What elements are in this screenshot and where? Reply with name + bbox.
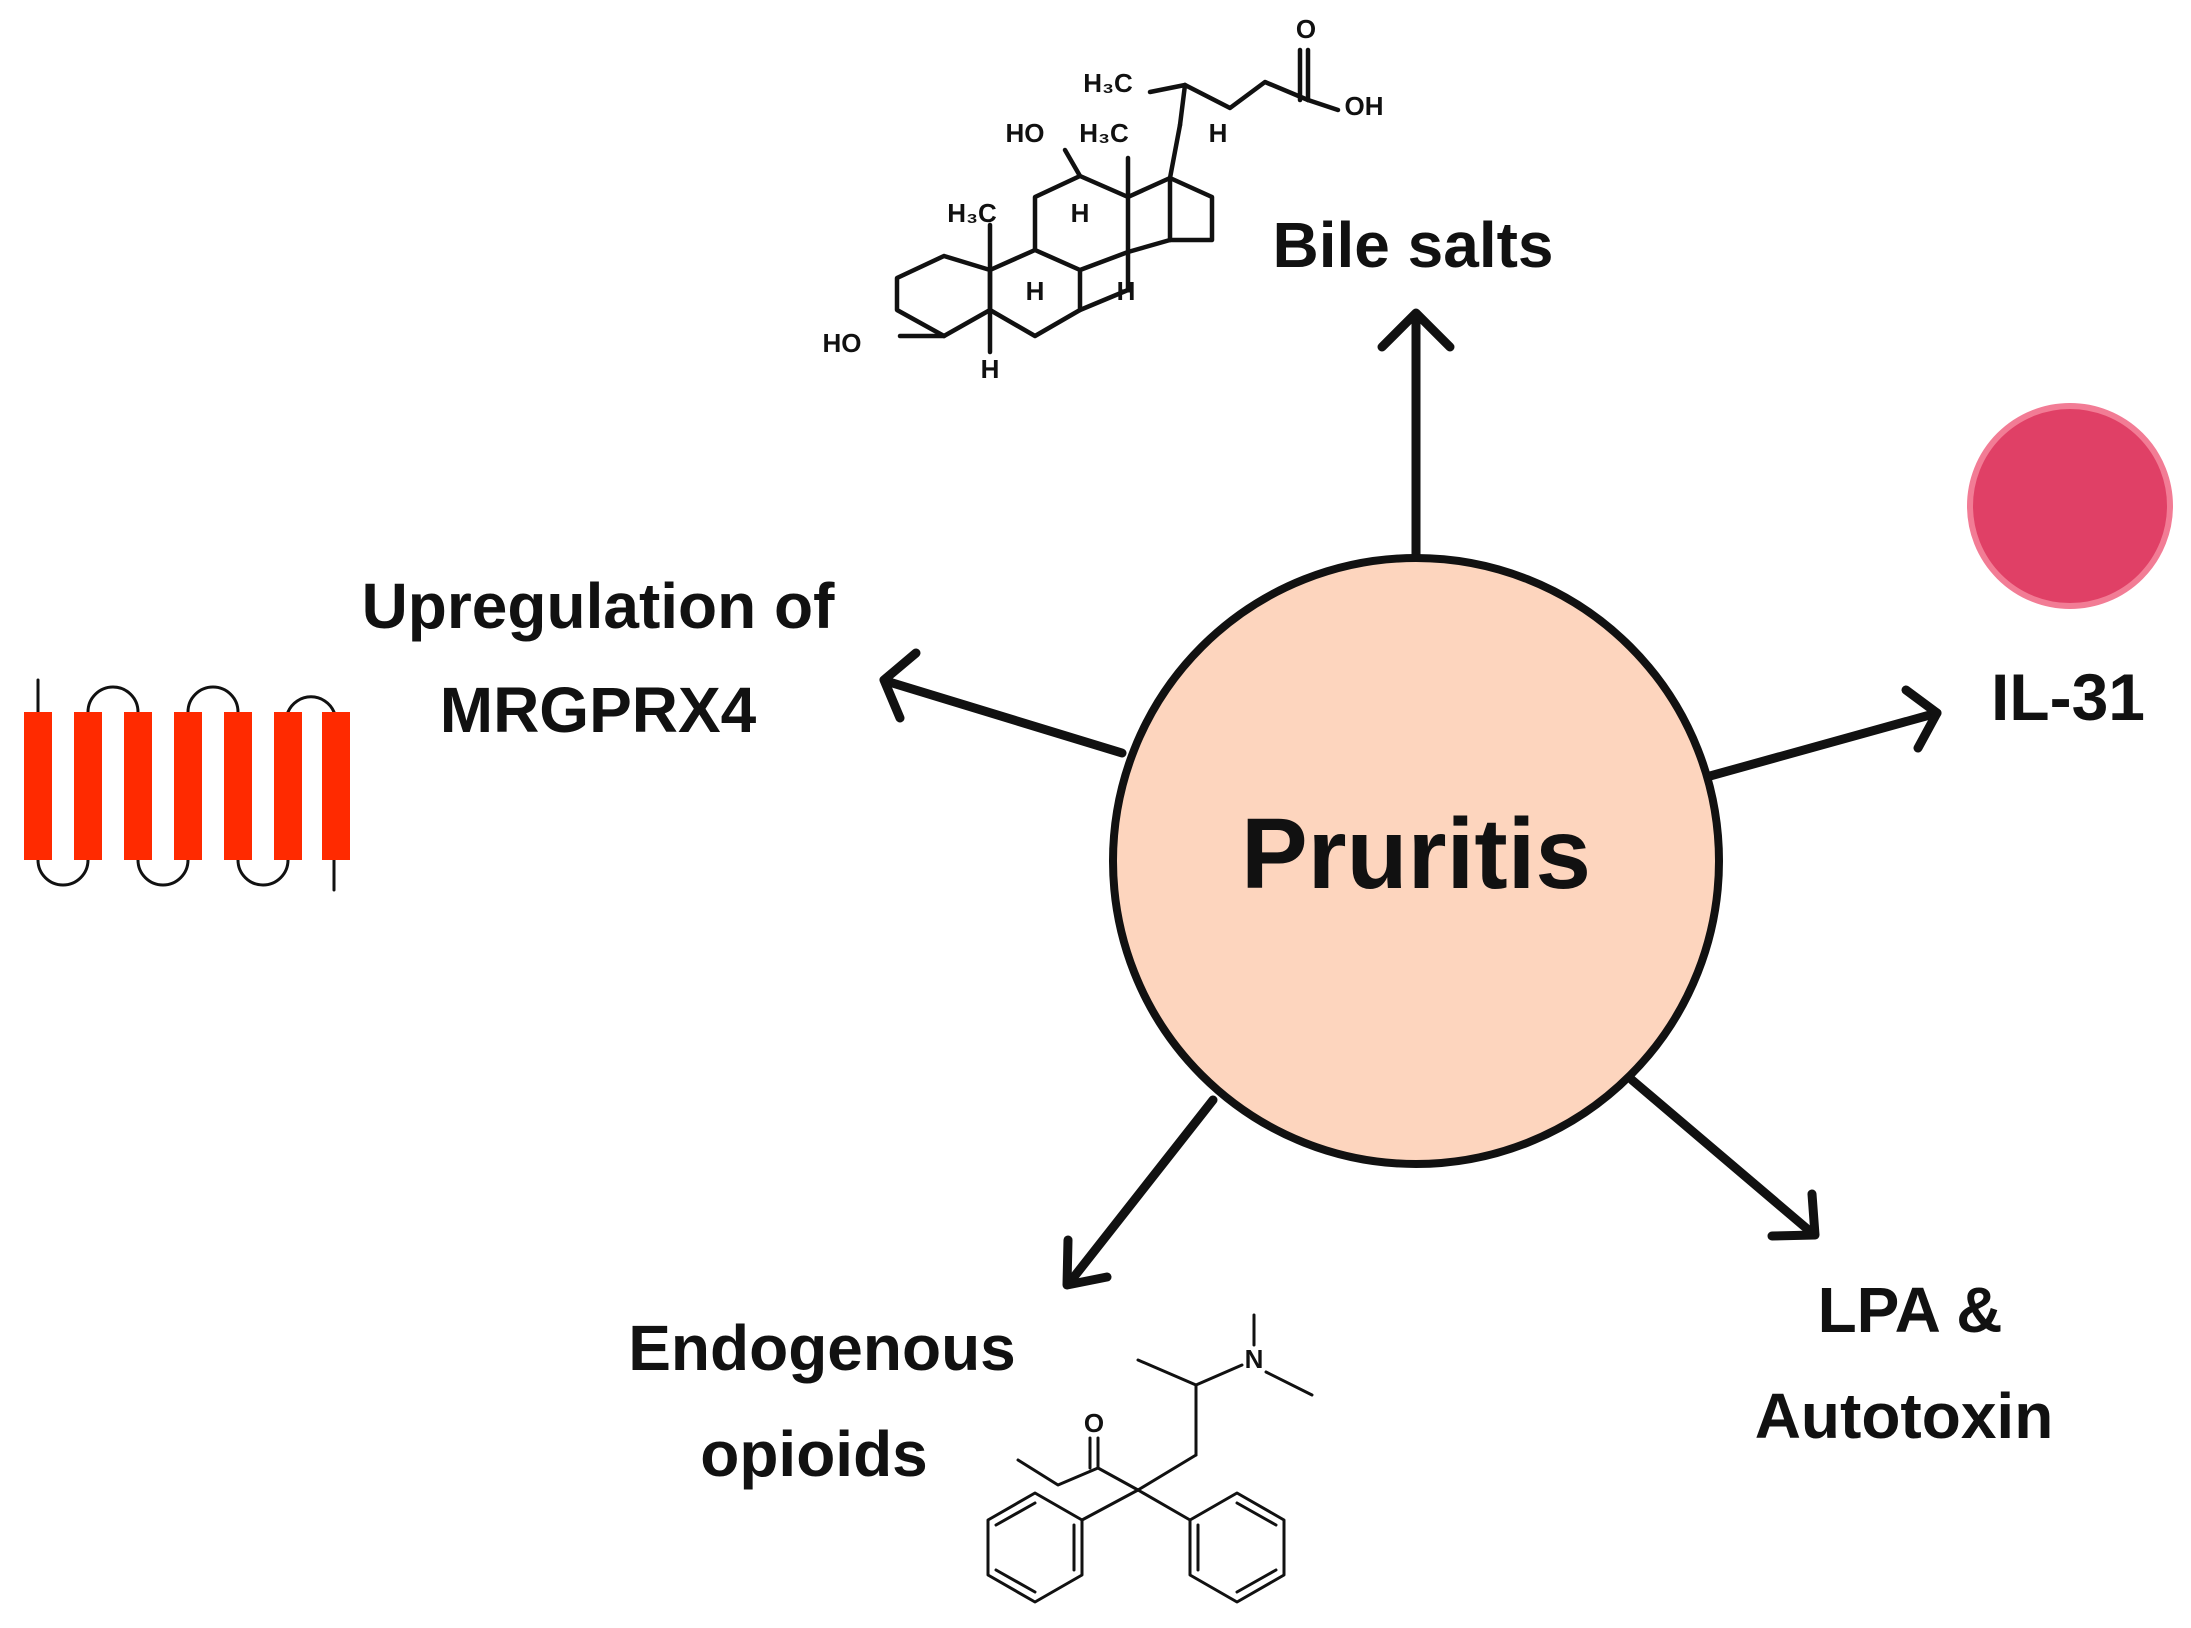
atom-h-17: H: [1209, 118, 1228, 148]
pruritis-label: Pruritis: [1241, 798, 1591, 910]
il31-cytokine-icon: [1967, 403, 2173, 609]
endogenous-opioids-label-line1: Endogenous: [628, 1312, 1016, 1384]
upregulation-label-line2: MRGPRX4: [440, 674, 757, 746]
receptor-helices: [24, 712, 350, 860]
atom-h-8: H: [1071, 198, 1090, 228]
arrows: [879, 308, 1942, 1290]
arrow-to-mrgprx4: [879, 648, 1127, 758]
atom-h-9: H: [1026, 276, 1045, 306]
methadone-molecule-icon: N O: [986, 1313, 1314, 1604]
atom-cooh-o: O: [1296, 14, 1316, 44]
il31-label: IL-31: [1991, 660, 2145, 734]
bile-salts-label: Bile salts: [1272, 209, 1553, 281]
atom-o: O: [1084, 1408, 1104, 1438]
lpa-autotoxin-label-line2: Autotoxin: [1755, 1380, 2054, 1452]
atom-h3c-side: H₃C: [1083, 68, 1133, 98]
upregulation-label-line1: Upregulation of: [362, 570, 836, 642]
lpa-autotoxin-label-line1: LPA &: [1818, 1274, 2003, 1346]
bile-acid-molecule-icon: O OH H₃C HO H₃C H H₃C H H H HO H: [823, 14, 1384, 384]
atom-ho-3: HO: [823, 328, 862, 358]
atom-cooh-oh: OH: [1345, 91, 1384, 121]
receptor-7tm-icon: [24, 678, 350, 892]
atom-h3c-18: H₃C: [1079, 118, 1129, 148]
atom-h3c-19: H₃C: [947, 198, 997, 228]
atom-h-5: H: [981, 354, 1000, 384]
arrow-to-bile-salts: [1377, 308, 1455, 563]
endogenous-opioids-label-line2: opioids: [700, 1418, 928, 1490]
arrow-to-lpa-autotoxin: [1627, 1075, 1820, 1241]
atom-n: N: [1245, 1344, 1264, 1374]
atom-ho-12: HO: [1006, 118, 1045, 148]
arrow-to-il31: [1705, 685, 1942, 781]
arrow-to-endogenous-opioids: [1062, 1095, 1218, 1290]
atom-h-14: H: [1117, 276, 1136, 306]
pruritis-node: Pruritis: [1109, 554, 1723, 1168]
pruritis-circle: [1109, 554, 1723, 1168]
